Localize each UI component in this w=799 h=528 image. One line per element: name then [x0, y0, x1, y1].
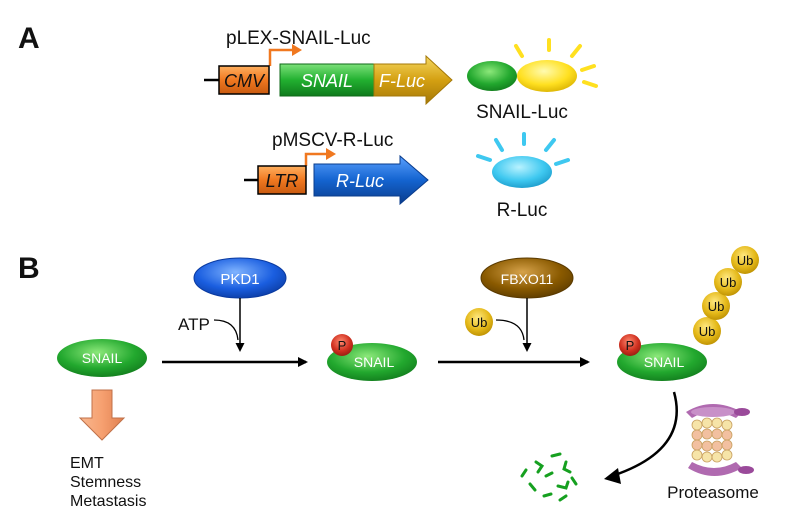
snail-label-2: SNAIL [354, 354, 395, 370]
proteasome-label: Proteasome [667, 483, 759, 502]
snail-protein-2: SNAIL P [327, 334, 417, 381]
phospho-group-1 [331, 334, 353, 356]
snail-luc-yellow-lobe [517, 60, 577, 92]
ub-chain-label-4: Ub [737, 253, 754, 268]
ub-curved-arrow [495, 319, 525, 341]
pkd1-label: PKD1 [220, 271, 259, 288]
ub-chain-label-1: Ub [699, 324, 716, 339]
snail-label-1: SNAIL [82, 350, 123, 366]
outcome-block-arrow [78, 389, 126, 441]
ub-chain-3 [714, 268, 742, 296]
phospho-label-1: P [338, 338, 347, 353]
degradation-arrowhead [604, 468, 621, 484]
luminescence-rays-cyan [476, 132, 570, 166]
degradation-arrow [611, 391, 678, 478]
ub-chain-1 [693, 317, 721, 345]
construct-2-name: pMSCV-R-Luc [272, 130, 393, 151]
panel-b-label: B [18, 252, 40, 285]
phospho-label-2: P [626, 338, 635, 353]
ltr-label: LTR [266, 171, 299, 191]
fbxo11-ligase: FBXO11 [480, 257, 574, 299]
construct-1: pLEX-SNAIL-Luc CMV SNAIL F-Luc [204, 28, 453, 106]
ub-chain-label-3: Ub [720, 275, 737, 290]
pkd1-kinase: PKD1 [193, 257, 287, 299]
proteasome-icon [686, 404, 754, 476]
promoter-arrowhead-2 [326, 148, 336, 160]
panel-a-label: A [18, 22, 40, 55]
snail-luc-green-lobe [467, 61, 517, 91]
atp-label: ATP [178, 315, 210, 334]
ltr-promoter-box [257, 165, 307, 195]
fluc-arrow [373, 54, 453, 106]
free-ubiquitin: Ub [465, 308, 493, 336]
rluc-product-label: R-Luc [497, 200, 548, 221]
ub-chain-4 [731, 246, 759, 274]
rluc-product: R-Luc [476, 132, 570, 221]
snail-gene-box [279, 63, 375, 97]
promoter-arrowhead-1 [292, 44, 302, 56]
rluc-arrow [313, 154, 429, 206]
snail-protein-3: SNAIL P [617, 334, 707, 381]
fbxo11-label: FBXO11 [501, 271, 554, 287]
promoter-arrow-1 [268, 48, 296, 66]
phospho-group-2 [619, 334, 641, 356]
snail-gene-label: SNAIL [301, 71, 353, 91]
outcome-metastasis: Metastasis [70, 493, 146, 510]
luminescence-rays-yellow [514, 38, 598, 88]
peptide-fragments-icon [520, 452, 578, 502]
construct-1-name: pLEX-SNAIL-Luc [226, 28, 371, 49]
construct-2: pMSCV-R-Luc LTR R-Luc [244, 130, 429, 206]
cmv-label: CMV [224, 71, 266, 91]
snail-label-3: SNAIL [644, 354, 685, 370]
snail-luc-product: SNAIL-Luc [467, 38, 598, 123]
rluc-label: R-Luc [336, 171, 384, 191]
snail-luc-label: SNAIL-Luc [476, 102, 568, 123]
rluc-protein [492, 156, 552, 188]
fluc-label: F-Luc [379, 71, 425, 91]
free-ub-label: Ub [471, 315, 488, 330]
ub-chain-2 [702, 292, 730, 320]
snail-protein-1: SNAIL [57, 339, 147, 377]
cmv-promoter-box [218, 65, 270, 95]
atp-curved-arrow [213, 319, 239, 341]
promoter-arrow-2 [304, 152, 330, 166]
outcome-emt: EMT [70, 455, 104, 472]
polyubiquitin-chain: Ub Ub Ub Ub [693, 246, 759, 345]
outcome-stemness: Stemness [70, 474, 141, 491]
ub-chain-label-2: Ub [708, 299, 725, 314]
